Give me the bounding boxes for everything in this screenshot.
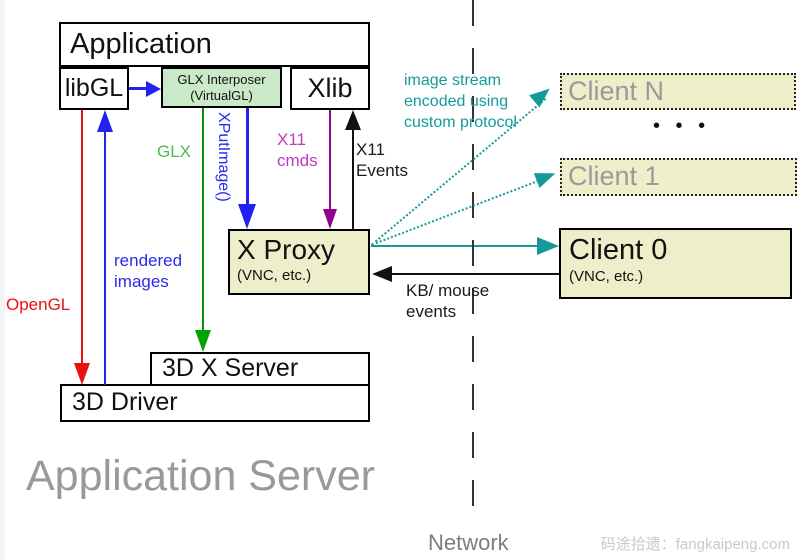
x11-cmds-arrowhead-icon xyxy=(323,209,337,229)
3d-driver-box: 3D Driver xyxy=(60,384,370,422)
xputimage-arrowhead-icon xyxy=(238,204,256,229)
glx-interposer-line2: (VirtualGL) xyxy=(190,88,253,103)
opengl-arrowhead-icon xyxy=(74,363,90,385)
opengl-label: OpenGL xyxy=(6,295,71,314)
libgl-box: libGL xyxy=(59,67,129,110)
client-0-box: Client 0 (VNC, etc.) xyxy=(559,228,792,299)
x11-events-arrowhead-icon xyxy=(345,110,361,130)
x-proxy-subtitle: (VNC, etc.) xyxy=(237,267,312,284)
application-server-caption: Application Server xyxy=(26,452,375,500)
application-box: Application xyxy=(59,22,370,67)
x11-cmds-label: X11 cmds xyxy=(277,130,318,170)
stream-to-clientn-arrowhead-icon xyxy=(529,82,555,108)
stream-to-client1-arrowhead-icon xyxy=(533,165,559,189)
image-stream-line xyxy=(371,245,539,247)
xlib-box: Xlib xyxy=(290,67,370,110)
glx-label: GLX xyxy=(157,142,192,161)
page-edge-strip xyxy=(0,0,5,560)
rendered-images-line xyxy=(104,131,106,385)
kb-mouse-label: KB/ mouse events xyxy=(406,281,490,321)
xputimage-label: XPutImage() xyxy=(215,112,232,202)
client-0-title: Client 0 xyxy=(569,234,668,266)
x11-cmds-line xyxy=(329,110,331,210)
kb-mouse-line xyxy=(380,273,559,275)
glx-interposer-box: GLX Interposer(VirtualGL) xyxy=(161,67,282,108)
clients-ellipsis: • • • xyxy=(653,115,711,137)
x-proxy-title: X Proxy xyxy=(237,234,336,265)
x11-events-label: X11 Events xyxy=(356,140,408,180)
xputimage-line xyxy=(246,108,249,205)
network-caption: Network xyxy=(428,530,509,555)
client-n-box: Client N xyxy=(560,73,796,110)
x-proxy-box: X Proxy (VNC, etc.) xyxy=(228,229,370,295)
opengl-line xyxy=(81,110,83,363)
network-boundary-dashed-line xyxy=(472,0,474,528)
stream-to-client0-arrowhead-icon xyxy=(537,237,559,255)
glx-line xyxy=(202,108,204,331)
libgl-to-interposer-arrowhead-icon xyxy=(146,81,161,97)
watermark-text: 码途拾遗：fangkaipeng.com xyxy=(600,536,790,553)
glx-interposer-line1: GLX Interposer xyxy=(177,72,266,87)
image-stream-label: image stream encoded using custom protoc… xyxy=(404,72,517,131)
libgl-to-interposer-line xyxy=(129,87,147,90)
rendered-images-arrowhead-icon xyxy=(97,110,113,132)
glx-arrowhead-icon xyxy=(195,330,211,352)
client-0-subtitle: (VNC, etc.) xyxy=(569,268,644,285)
kb-mouse-arrowhead-icon xyxy=(372,266,392,282)
stream-to-client1-dashed-line xyxy=(371,179,539,246)
x11-events-line xyxy=(352,129,354,229)
client-1-box: Client 1 xyxy=(560,158,797,196)
3d-x-server-box: 3D X Server xyxy=(150,352,370,386)
rendered-images-label: rendered images xyxy=(114,251,183,291)
